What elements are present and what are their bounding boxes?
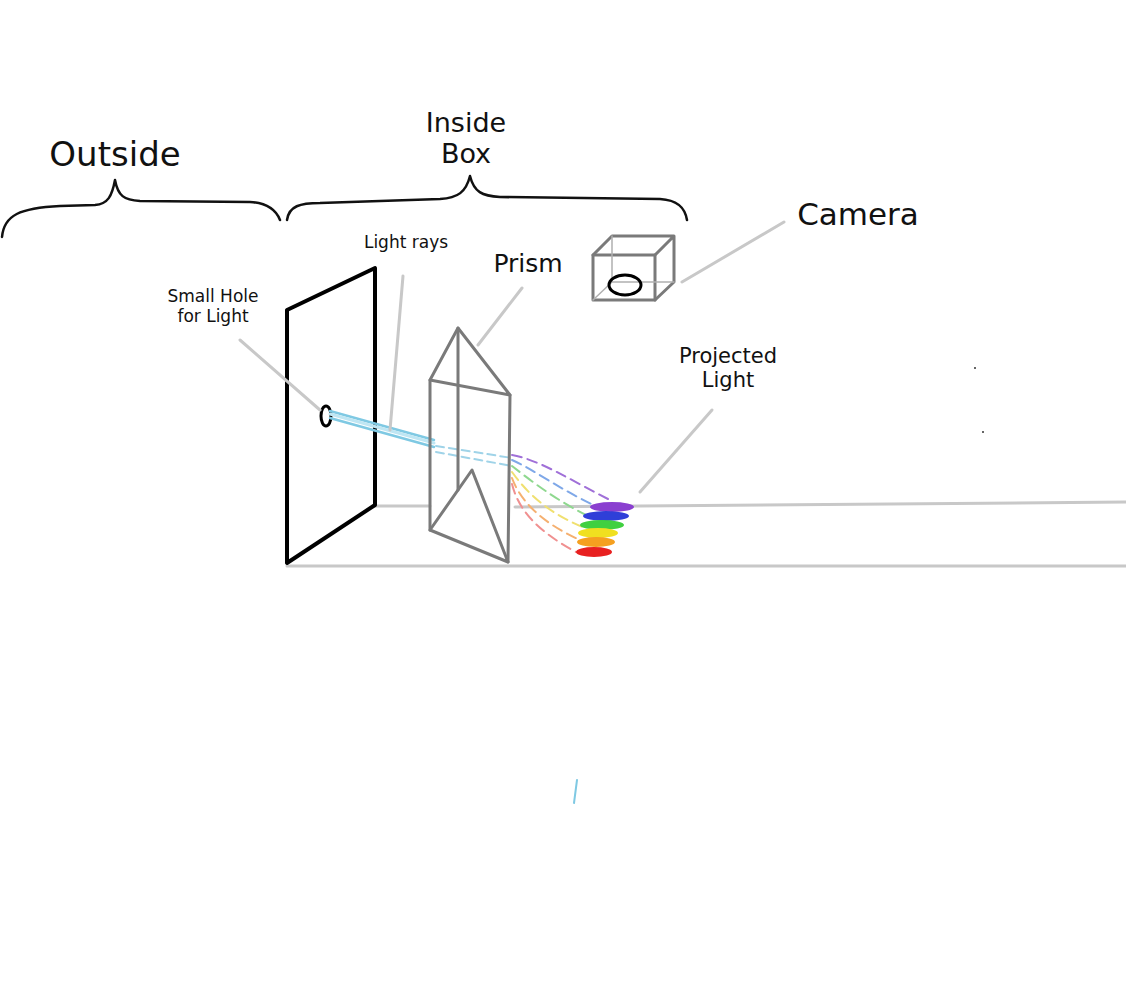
camera-icon [593, 236, 674, 300]
prism-shape [430, 328, 510, 562]
light-beam [330, 411, 434, 440]
callout-label: Small Hole for Light [154, 287, 272, 326]
callout-label: Outside [25, 135, 205, 174]
prism-shape [430, 470, 508, 562]
light-beam [436, 452, 512, 466]
prism-shape [430, 328, 510, 395]
light-beam [330, 418, 434, 447]
light-beam [436, 446, 512, 458]
callout-label: Prism [478, 250, 578, 279]
callout-label: Camera [783, 197, 933, 233]
floor-back-line [375, 505, 430, 508]
projected-spectrum [576, 502, 634, 557]
stray-mark [982, 431, 984, 433]
light-beam [330, 414, 434, 443]
outside-bracket [2, 180, 280, 237]
stray-mark [574, 780, 577, 803]
floor-line [287, 565, 1126, 568]
spectrum-ray [512, 484, 576, 552]
light-hole [321, 406, 331, 426]
spectrum-ray [512, 478, 580, 540]
callout-label: Inside Box [406, 107, 526, 169]
callout-label: Light rays [361, 233, 451, 253]
spectrum-ray [512, 472, 585, 528]
callout-label: Projected Light [668, 344, 788, 392]
inside-bracket [287, 176, 687, 220]
stray-mark [974, 367, 976, 369]
